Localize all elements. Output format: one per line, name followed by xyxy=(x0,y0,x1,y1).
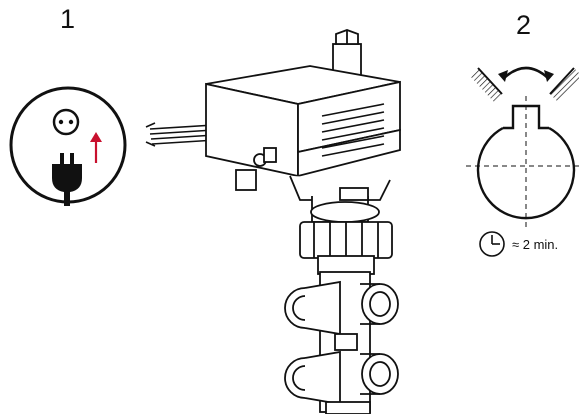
right-end-stop xyxy=(549,67,579,102)
clock-icon xyxy=(479,231,505,257)
power-plug-icon xyxy=(52,153,82,206)
timer-duration-label: ≈ 2 min. xyxy=(512,237,559,252)
rotation-step-group xyxy=(466,66,579,230)
left-end-stop xyxy=(470,67,503,102)
step-2-number: 2 xyxy=(516,10,532,40)
step-1-number: 1 xyxy=(60,4,76,34)
valve-body xyxy=(284,271,399,414)
up-arrow-icon xyxy=(90,132,102,163)
power-step-group xyxy=(9,86,127,206)
rotation-arrows-icon xyxy=(498,66,554,82)
socket-icon xyxy=(52,108,80,136)
valve-actuator xyxy=(205,29,401,275)
stem-circle xyxy=(476,126,576,220)
